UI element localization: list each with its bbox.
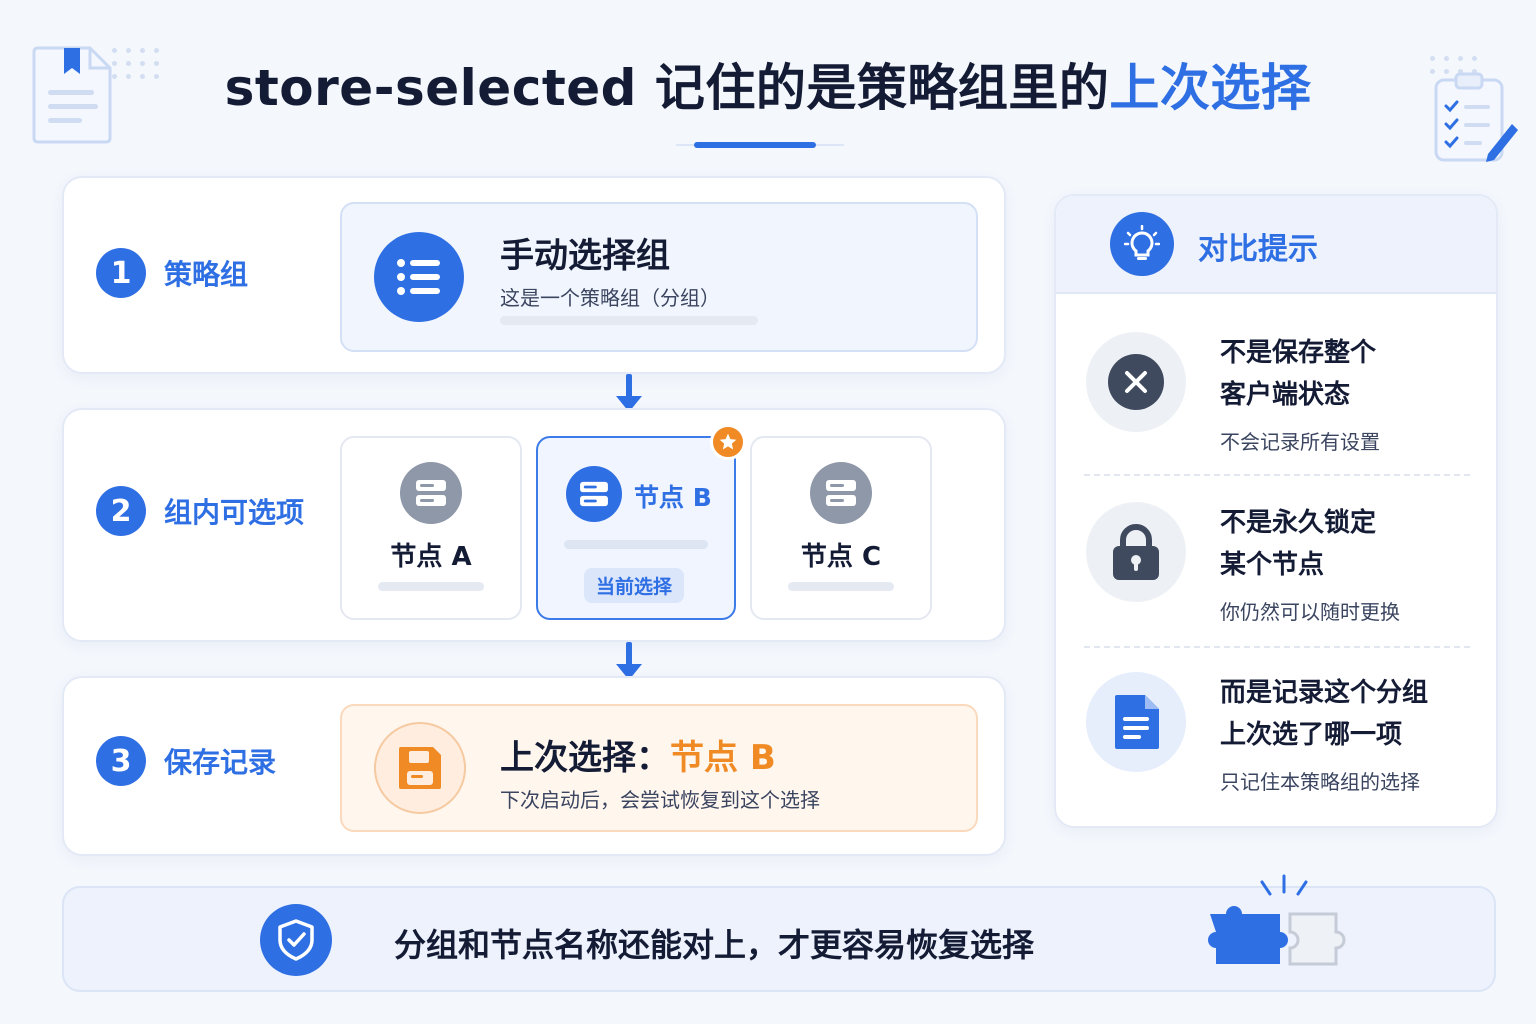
step-3-card: 3 保存记录 上次选择：节点 B 下次启动后，会尝试恢复到这个选择 [62,676,1006,856]
tip-1-sub: 不会记录所有设置 [1220,430,1380,454]
close-icon-wrap [1086,332,1186,432]
arrow-down-icon [614,372,644,420]
tip-3-sub: 只记住本策略组的选择 [1220,770,1420,794]
close-icon [1108,354,1164,410]
node-b-label: 节点 B [634,483,712,512]
panel-header: 对比提示 [1056,196,1496,294]
tip-2-line2: 某个节点 [1220,550,1325,580]
list-icon [374,232,464,322]
dot-grid-decoration [112,48,160,79]
lock-icon [1113,524,1159,580]
placeholder-bar [500,316,758,325]
clipboard-checklist-icon [1432,70,1522,170]
step-1-card: 1 策略组 手动选择组 这是一个策略组（分组） [62,176,1006,374]
step-1-number: 1 [96,248,146,298]
arrow-down-icon [614,640,644,688]
bookmark-document-icon [30,44,116,150]
step-2-label: 2 组内可选项 [96,486,304,536]
divider [1084,474,1470,476]
policy-group-desc: 这是一个策略组（分组） [500,286,720,310]
tip-3: 而是记录这个分组 上次选了哪一项 只记住本策略组的选择 [1220,672,1490,795]
placeholder-bar [378,582,484,591]
lightbulb-icon [1110,212,1174,276]
step-3-label: 3 保存记录 [96,736,276,786]
page-title-highlight: 上次选择 [1109,59,1312,117]
title-underline [694,142,816,148]
tip-3-line1: 而是记录这个分组 [1220,678,1429,708]
panel-title: 对比提示 [1198,232,1318,267]
tip-1: 不是保存整个 客户端状态 不会记录所有设置 [1220,332,1480,455]
comparison-panel: 对比提示 不是保存整个 客户端状态 不会记录所有设置 不是永久锁定 某个节点 你… [1054,194,1498,828]
last-selection-desc: 下次启动后，会尝试恢复到这个选择 [500,788,820,812]
step-3-text: 保存记录 [164,746,277,779]
dot-grid-decoration [1430,56,1478,74]
node-a-label: 节点 A [390,542,472,572]
server-icon [566,466,622,522]
node-c-label: 节点 C [800,542,882,572]
server-icon [810,462,872,524]
document-icon [1115,695,1159,749]
step-2-number: 2 [96,486,146,536]
step-1-text: 策略组 [164,258,249,291]
tip-1-line2: 客户端状态 [1220,380,1351,410]
last-selection-prefix: 上次选择： [500,738,670,778]
star-icon [710,424,746,460]
last-selection-value: 节点 B [670,738,776,778]
saved-record-box: 上次选择：节点 B 下次启动后，会尝试恢复到这个选择 [340,704,978,832]
policy-group-title: 手动选择组 [500,236,670,276]
tip-2: 不是永久锁定 某个节点 你仍然可以随时更换 [1220,502,1480,625]
save-icon [374,722,466,814]
node-c-card[interactable]: 节点 C [750,436,932,620]
banner-text: 分组和节点名称还能对上，才更容易恢复选择 [394,926,1035,964]
current-selection-badge: 当前选择 [584,568,685,603]
shield-check-icon [260,904,332,976]
tip-1-line1: 不是保存整个 [1220,338,1377,368]
last-selection-title: 上次选择：节点 B [500,730,776,779]
tip-2-line1: 不是永久锁定 [1220,508,1377,538]
divider [1084,646,1470,648]
tip-2-sub: 你仍然可以随时更换 [1220,600,1400,624]
placeholder-bar [564,540,708,549]
step-3-number: 3 [96,736,146,786]
page-title: store-selected 记住的是策略组里的上次选择 [0,48,1536,120]
step-2-text: 组内可选项 [164,496,305,529]
puzzle-icon [1198,874,1378,990]
server-icon [400,462,462,524]
tip-3-line2: 上次选了哪一项 [1220,720,1403,750]
step-1-label: 1 策略组 [96,248,248,298]
step-2-card: 2 组内可选项 节点 A 节点 B 当前选择 [62,408,1006,642]
bottom-banner: 分组和节点名称还能对上，才更容易恢复选择 [62,874,1496,992]
document-icon-wrap [1086,672,1186,772]
lock-icon-wrap [1086,502,1186,602]
page-title-main: store-selected 记住的是策略组里的 [224,59,1110,117]
node-b-card[interactable]: 节点 B 当前选择 [536,436,736,620]
placeholder-bar [788,582,894,591]
policy-group-box: 手动选择组 这是一个策略组（分组） [340,202,978,352]
node-a-card[interactable]: 节点 A [340,436,522,620]
